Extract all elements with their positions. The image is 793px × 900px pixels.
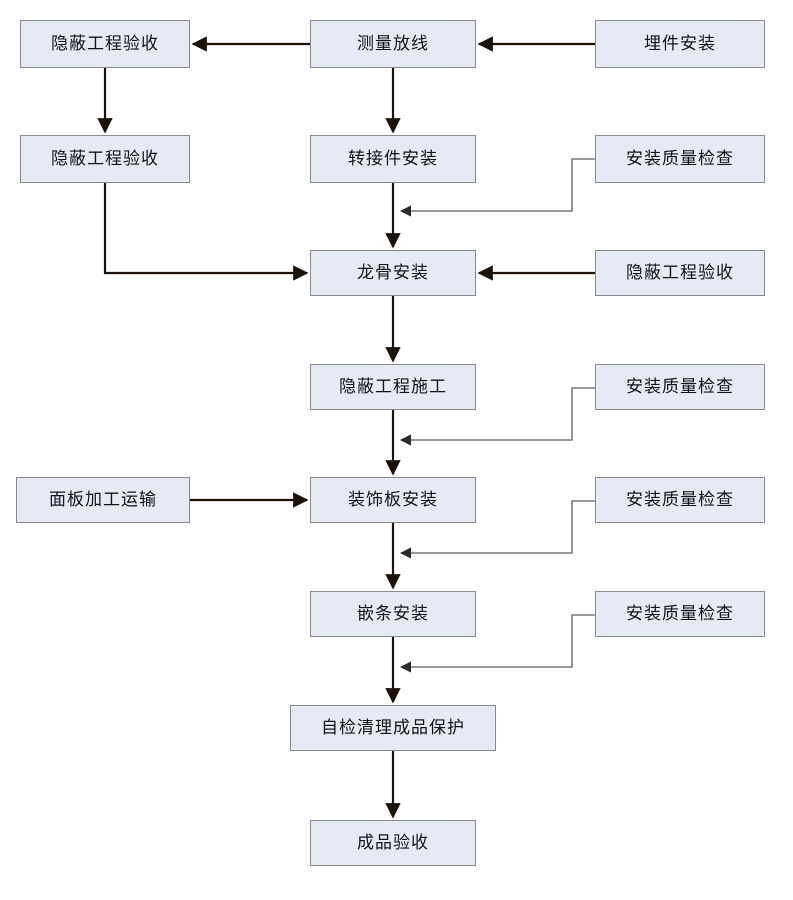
node-label: 隐蔽工程验收	[51, 33, 159, 54]
node-label: 隐蔽工程施工	[339, 376, 447, 397]
node-label: 转接件安装	[348, 148, 438, 169]
node-adapter-install[interactable]: 转接件安装	[310, 135, 476, 183]
node-label: 安装质量检查	[626, 376, 734, 397]
node-survey-layout[interactable]: 测量放线	[310, 20, 476, 68]
node-quality-check-2[interactable]: 安装质量检查	[595, 364, 765, 410]
node-label: 隐蔽工程验收	[626, 262, 734, 283]
node-keel-install[interactable]: 龙骨安装	[310, 250, 476, 296]
node-final-acceptance[interactable]: 成品验收	[310, 820, 476, 866]
node-label: 嵌条安装	[357, 603, 429, 624]
node-label: 成品验收	[357, 832, 429, 853]
node-label: 龙骨安装	[357, 262, 429, 283]
node-concealed-acceptance-3[interactable]: 隐蔽工程验收	[595, 250, 765, 296]
node-decorative-panel-install[interactable]: 装饰板安装	[310, 477, 476, 523]
node-trim-strip-install[interactable]: 嵌条安装	[310, 591, 476, 637]
node-label: 安装质量检查	[626, 148, 734, 169]
node-label: 隐蔽工程验收	[51, 148, 159, 169]
node-label: 面板加工运输	[49, 489, 157, 510]
node-embedded-part-install[interactable]: 埋件安装	[595, 20, 765, 68]
edge-acceptance2-to-keel	[103, 183, 309, 281]
node-concealed-work[interactable]: 隐蔽工程施工	[310, 364, 476, 410]
node-quality-check-1[interactable]: 安装质量检查	[595, 135, 765, 183]
node-label: 装饰板安装	[348, 489, 438, 510]
node-selfcheck-cleanup-protection[interactable]: 自检清理成品保护	[290, 705, 496, 751]
node-concealed-acceptance-2[interactable]: 隐蔽工程验收	[20, 135, 190, 183]
node-label: 安装质量检查	[626, 489, 734, 510]
node-label: 自检清理成品保护	[321, 717, 465, 738]
node-panel-fabrication-transport[interactable]: 面板加工运输	[16, 477, 190, 523]
node-label: 测量放线	[357, 33, 429, 54]
node-quality-check-3[interactable]: 安装质量检查	[595, 477, 765, 523]
node-concealed-acceptance-1[interactable]: 隐蔽工程验收	[20, 20, 190, 68]
node-label: 埋件安装	[644, 33, 716, 54]
node-label: 安装质量检查	[626, 603, 734, 624]
node-quality-check-4[interactable]: 安装质量检查	[595, 591, 765, 637]
